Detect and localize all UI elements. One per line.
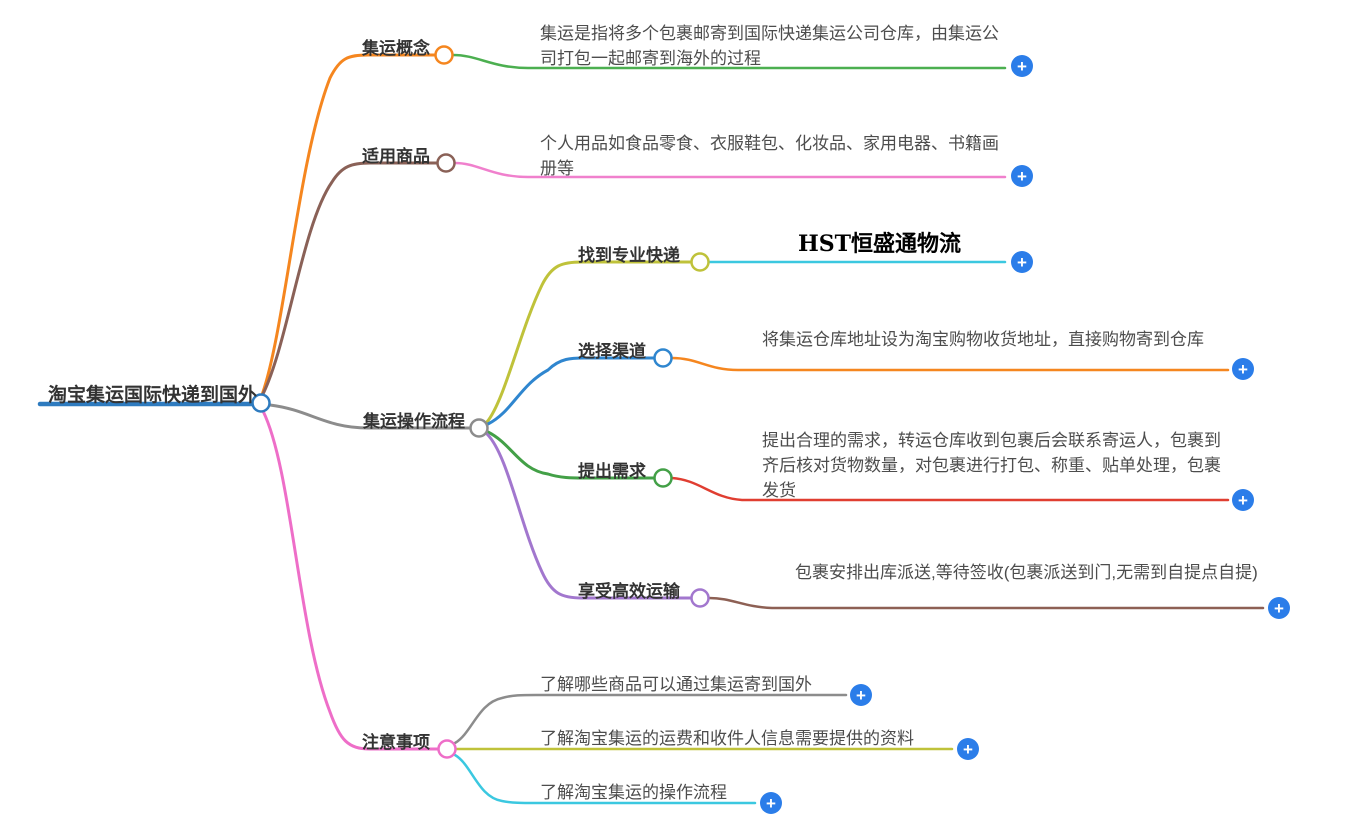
plus-icon: + (1238, 490, 1248, 510)
add-node-button-note-1[interactable]: + (850, 684, 872, 706)
branch-label-transport[interactable]: 享受高效运输 (578, 582, 680, 601)
plus-icon: + (856, 685, 866, 705)
plus-icon: + (1017, 252, 1027, 272)
plus-icon: + (1274, 598, 1284, 618)
node-circle-channel[interactable] (653, 348, 673, 368)
leaf-text-channel-detail[interactable]: 将集运仓库地址设为淘宝购物收货地址，直接购物寄到仓库 (762, 330, 1204, 349)
add-node-button-channel-detail[interactable]: + (1232, 358, 1254, 380)
node-circle-root[interactable] (251, 393, 271, 413)
leaf-text-hst-logistics[interactable]: HST恒盛通物流 (798, 231, 962, 257)
edge-concept-detail (451, 53, 1007, 70)
edge-process-transport (485, 432, 693, 600)
plus-icon: + (963, 739, 973, 759)
edge-root-concept (260, 53, 438, 397)
node-circle-notes[interactable] (437, 739, 457, 759)
edge-process-demand (486, 430, 656, 480)
plus-icon: + (1017, 166, 1027, 186)
edge-process-find (485, 260, 693, 424)
node-circle-find[interactable] (690, 252, 710, 272)
branch-label-process[interactable]: 集运操作流程 (363, 412, 465, 431)
branch-label-demand[interactable]: 提出需求 (578, 462, 646, 481)
edge-transport-detail (707, 596, 1265, 610)
add-node-button-transport-detail[interactable]: + (1268, 597, 1290, 619)
leaf-text-products-detail[interactable]: 个人用品如食品零食、衣服鞋包、化妆品、家用电器、书籍画册等 (540, 134, 999, 178)
edge-root-products (260, 161, 439, 398)
node-circle-products[interactable] (436, 153, 456, 173)
node-circle-demand[interactable] (653, 468, 673, 488)
branch-label-channel[interactable]: 选择渠道 (578, 342, 646, 361)
leaf-text-transport-detail[interactable]: 包裹安排出库派送,等待签收(包裹派送到门,无需到自提点自提) (795, 563, 1258, 582)
edge-root-notes (261, 409, 440, 751)
leaf-text-demand-detail[interactable]: 提出合理的需求，转运仓库收到包裹后会联系寄运人，包裹到齐后核对货物数量，对包裹进… (762, 431, 1221, 500)
edge-demand-detail (670, 476, 1230, 502)
node-circle-concept[interactable] (434, 45, 454, 65)
branch-label-notes[interactable]: 注意事项 (362, 733, 430, 752)
add-node-button-hst[interactable]: + (1011, 251, 1033, 273)
leaf-text-concept-detail[interactable]: 集运是指将多个包裹邮寄到国际快递集运公司仓库，由集运公司打包一起邮寄到海外的过程 (540, 24, 999, 68)
add-node-button-demand-detail[interactable]: + (1232, 489, 1254, 511)
add-node-button-products-detail[interactable]: + (1011, 165, 1033, 187)
edge-root-process (268, 403, 472, 430)
plus-icon: + (1017, 56, 1027, 76)
edge-notes-item3 (453, 753, 757, 805)
root-node-label[interactable]: 淘宝集运国际快递到国外 (48, 385, 258, 406)
edge-products-detail (453, 161, 1007, 179)
plus-icon: + (1238, 359, 1248, 379)
edge-process-channel (486, 356, 656, 426)
edge-notes-item1 (453, 693, 848, 745)
branch-label-find[interactable]: 找到专业快递 (578, 246, 680, 265)
add-node-button-note-2[interactable]: + (957, 738, 979, 760)
plus-icon: + (766, 793, 776, 813)
leaf-text-note-1[interactable]: 了解哪些商品可以通过集运寄到国外 (540, 675, 812, 694)
branch-label-concept[interactable]: 集运概念 (362, 39, 430, 58)
edge-channel-detail (670, 356, 1230, 372)
branch-label-products[interactable]: 适用商品 (362, 147, 430, 166)
leaf-text-note-3[interactable]: 了解淘宝集运的操作流程 (540, 783, 727, 802)
add-node-button-note-3[interactable]: + (760, 792, 782, 814)
node-circle-process[interactable] (469, 418, 489, 438)
node-circle-transport[interactable] (690, 588, 710, 608)
leaf-text-note-2[interactable]: 了解淘宝集运的运费和收件人信息需要提供的资料 (540, 729, 914, 748)
add-node-button-concept-detail[interactable]: + (1011, 55, 1033, 77)
